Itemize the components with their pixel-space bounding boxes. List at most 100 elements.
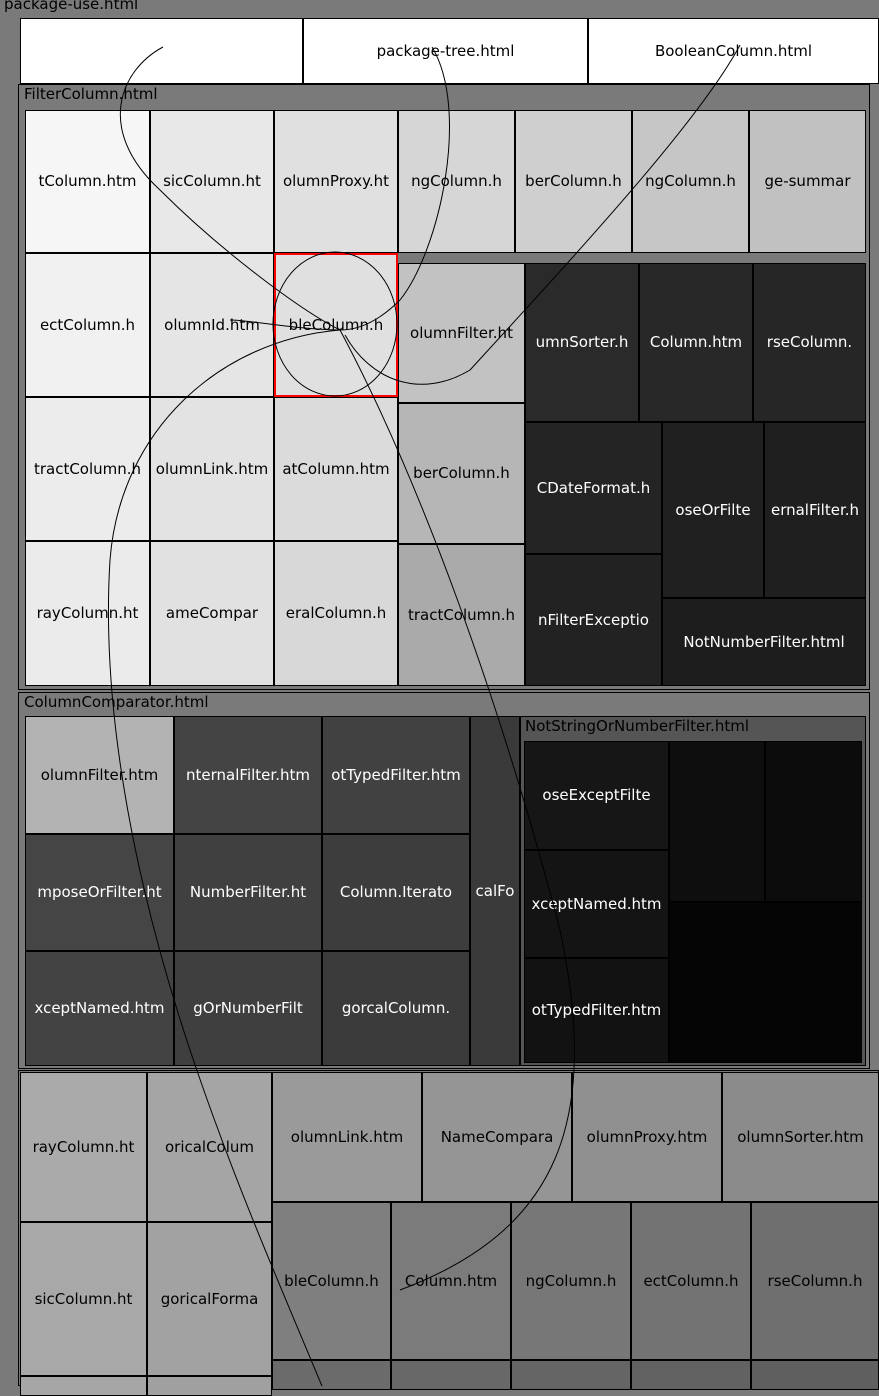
treemap-tile[interactable]: Column.htm <box>639 263 753 422</box>
cell-label: rseColumn.h <box>767 1271 863 1290</box>
treemap-tile[interactable]: ge-summar <box>749 110 866 253</box>
cell-label: gOrNumberFilt <box>193 999 303 1017</box>
cell-label: olumnId.htm <box>164 315 260 334</box>
treemap-tile-unlabeled[interactable] <box>511 1360 631 1390</box>
treemap-tile[interactable]: xceptNamed.htm <box>25 951 174 1066</box>
treemap-tile-booleancolumn[interactable]: BooleanColumn.html <box>588 18 879 84</box>
treemap-tile[interactable]: olumnProxy.htm <box>572 1072 722 1202</box>
treemap-tile[interactable]: rayColumn.ht <box>25 541 150 686</box>
treemap-tile[interactable]: nternalFilter.htm <box>174 716 322 834</box>
treemap-tile[interactable]: calFo <box>470 716 520 1066</box>
treemap-tile[interactable]: rseColumn. <box>753 263 866 422</box>
cell-label: otTypedFilter.htm <box>531 1001 662 1019</box>
cell-label: olumnSorter.htm <box>737 1127 864 1146</box>
treemap-tile[interactable]: rseColumn.h <box>751 1202 879 1360</box>
treemap-tile-unlabeled[interactable] <box>669 741 765 902</box>
treemap-tile-selected[interactable]: bleColumn.h <box>274 253 398 397</box>
treemap-tile[interactable]: ngColumn.h <box>511 1202 631 1360</box>
treemap-tile[interactable]: berColumn.h <box>398 403 525 544</box>
cell-label: package-tree.html <box>376 41 515 60</box>
treemap-tile[interactable]: ameCompar <box>150 541 274 686</box>
treemap-tile[interactable]: xceptNamed.htm <box>524 850 669 958</box>
treemap-tile[interactable]: NameCompara <box>422 1072 572 1202</box>
cell-label: CDateFormat.h <box>536 478 651 497</box>
cell-label: ge-summar <box>764 172 851 190</box>
cell-label: calFo <box>475 881 515 900</box>
treemap-tile-unlabeled[interactable] <box>147 1376 272 1396</box>
treemap-tile[interactable]: ectColumn.h <box>631 1202 751 1360</box>
treemap-tile[interactable]: NotNumberFilter.html <box>662 598 866 686</box>
treemap-tile-package-tree[interactable]: package-tree.html <box>303 18 588 84</box>
treemap-tile[interactable]: NumberFilter.ht <box>174 834 322 951</box>
treemap-tile[interactable]: Column.htm <box>391 1202 511 1360</box>
treemap-tile[interactable]: otTypedFilter.htm <box>524 958 669 1063</box>
cell-label: tColumn.htm <box>38 172 137 190</box>
treemap-tile[interactable]: sicColumn.ht <box>150 110 274 253</box>
treemap-tile[interactable]: olumnFilter.htm <box>25 716 174 834</box>
treemap-tile[interactable]: ectColumn.h <box>25 253 150 397</box>
treemap-tile[interactable]: bleColumn.h <box>272 1202 391 1360</box>
cell-label: NameCompara <box>440 1127 554 1146</box>
cell-label: ectColumn.h <box>643 1271 739 1290</box>
treemap-tile[interactable]: gorcalColumn. <box>322 951 470 1066</box>
cell-label: olumnLink.htm <box>290 1127 404 1146</box>
treemap-tile[interactable]: olumnFilter.ht <box>398 263 525 403</box>
window-title: package-use.html <box>4 0 139 13</box>
cell-label: sicColumn.ht <box>34 1289 133 1308</box>
treemap-tile[interactable]: ngColumn.h <box>632 110 749 253</box>
treemap-tile[interactable]: oseExceptFilte <box>524 741 669 850</box>
treemap-tile[interactable]: sicColumn.ht <box>20 1222 147 1376</box>
treemap-tile[interactable]: oricalColum <box>147 1072 272 1222</box>
cell-label: olumnLink.htm <box>155 459 269 478</box>
treemap-tile[interactable]: gOrNumberFilt <box>174 951 322 1066</box>
treemap-tile[interactable]: goricalForma <box>147 1222 272 1376</box>
treemap-tile-unlabeled[interactable] <box>765 741 862 902</box>
treemap-tile[interactable]: eralColumn.h <box>274 541 398 686</box>
treemap-tile-unlabeled[interactable] <box>20 1376 147 1396</box>
cell-label: berColumn.h <box>525 172 622 190</box>
treemap-tile[interactable]: tColumn.htm <box>25 110 150 253</box>
cell-label: ngColumn.h <box>525 1271 617 1290</box>
cell-label: ectColumn.h <box>39 315 136 334</box>
columncomparator-group-title: ColumnComparator.html <box>24 694 209 711</box>
treemap-tile[interactable]: berColumn.h <box>515 110 632 253</box>
cell-label: xceptNamed.htm <box>34 999 165 1017</box>
treemap-tile[interactable]: tractColumn.h <box>25 397 150 541</box>
treemap-tile[interactable]: olumnLink.htm <box>272 1072 422 1202</box>
treemap-tile-unlabeled[interactable] <box>631 1360 751 1390</box>
cell-label: otTypedFilter.htm <box>331 765 461 784</box>
treemap-tile-unlabeled[interactable] <box>751 1360 879 1390</box>
notstringornumberfilter-group-title: NotStringOrNumberFilter.html <box>525 718 749 735</box>
treemap-tile[interactable]: olumnSorter.htm <box>722 1072 879 1202</box>
treemap-tile[interactable]: CDateFormat.h <box>525 422 662 554</box>
treemap-tile[interactable]: ngColumn.h <box>398 110 515 253</box>
cell-label: olumnProxy.ht <box>282 172 390 190</box>
treemap-tile[interactable]: olumnLink.htm <box>150 397 274 541</box>
cell-label: umnSorter.h <box>535 333 629 351</box>
treemap-tile[interactable]: otTypedFilter.htm <box>322 716 470 834</box>
treemap-tile[interactable]: Column.Iterato <box>322 834 470 951</box>
treemap-tile[interactable]: olumnId.htm <box>150 253 274 397</box>
treemap-tile[interactable]: tractColumn.h <box>398 544 525 686</box>
cell-label: rayColumn.ht <box>36 604 139 622</box>
cell-label: olumnFilter.ht <box>410 323 513 342</box>
cell-label: olumnFilter.htm <box>40 765 159 784</box>
treemap-tile[interactable]: ernalFilter.h <box>764 422 866 598</box>
treemap-tile[interactable]: rayColumn.ht <box>20 1072 147 1222</box>
cell-label: Column.Iterato <box>339 883 453 901</box>
cell-label: rseColumn. <box>766 333 853 351</box>
treemap-tile[interactable]: mposeOrFilter.ht <box>25 834 174 951</box>
treemap-tile[interactable]: olumnProxy.ht <box>274 110 398 253</box>
cell-label: ernalFilter.h <box>770 500 860 519</box>
filtercolumn-group-title: FilterColumn.html <box>24 86 158 103</box>
treemap-tile[interactable]: oseOrFilte <box>662 422 764 598</box>
cell-label: atColumn.htm <box>282 459 390 478</box>
treemap-tile-unlabeled[interactable] <box>669 902 862 1063</box>
cell-label: ngColumn.h <box>645 172 736 190</box>
treemap-tile-blank[interactable] <box>20 18 303 84</box>
cell-label: goricalForma <box>160 1289 259 1308</box>
cell-label: oseExceptFilte <box>542 786 651 804</box>
treemap-tile[interactable]: atColumn.htm <box>274 397 398 541</box>
treemap-tile[interactable]: umnSorter.h <box>525 263 639 422</box>
treemap-tile[interactable]: nFilterExceptio <box>525 554 662 686</box>
